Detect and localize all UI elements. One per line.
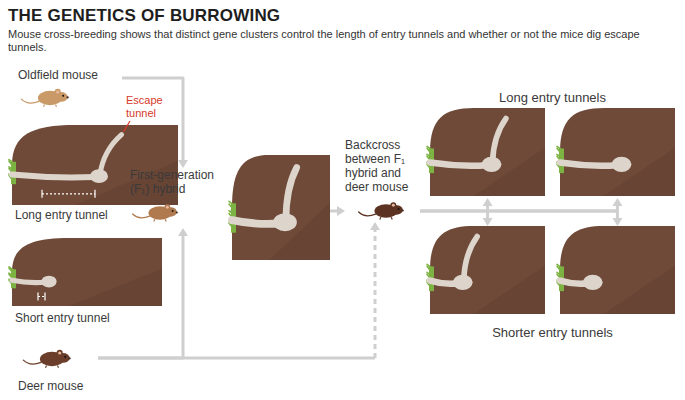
entry-tunnel	[12, 280, 45, 282]
node-label: Shorter entry tunnels	[430, 325, 675, 340]
burrow-panel	[9, 238, 162, 306]
escape-tunnel	[286, 168, 297, 221]
mouse-nose	[402, 209, 404, 211]
mouse-nose	[176, 211, 178, 213]
mouse-group: Shorter entry tunnels	[430, 226, 675, 340]
mouse-ear	[57, 350, 63, 356]
connector-line	[420, 210, 617, 213]
connector-line	[420, 210, 617, 213]
mouse-ear	[390, 202, 396, 208]
entry-tunnel	[12, 175, 95, 178]
burrow-panel	[557, 108, 675, 196]
nest-chamber	[583, 275, 603, 290]
escape-tunnel	[100, 135, 122, 175]
annotation-label: Short entry tunnel	[15, 311, 175, 325]
soil-shade	[474, 148, 545, 196]
diagram-title: THE GENETICS OF BURROWING	[8, 6, 280, 26]
node-label: Oldfield mouse	[18, 68, 118, 82]
burrow-panel	[229, 155, 330, 260]
mouse-group: Backcross between F₁ hybrid and deer mou…	[345, 138, 420, 222]
annotation-label: Long entry tunnel	[15, 208, 175, 222]
soil-shade	[474, 266, 545, 314]
mouse-inner-ear	[166, 206, 169, 209]
grass-tuft	[557, 266, 561, 271]
grass-tuft	[427, 266, 431, 271]
mouse-nose	[69, 357, 71, 359]
connector-line	[374, 228, 377, 358]
mouse-icon	[23, 350, 70, 368]
soil-shade	[69, 269, 162, 306]
mouse-group: Deer mouse	[18, 345, 98, 393]
length-tick	[42, 190, 95, 198]
mouse-ear	[55, 89, 61, 95]
soil-hill	[430, 226, 545, 314]
mouse-eye	[64, 356, 66, 358]
node-label: Deer mouse	[18, 379, 98, 393]
mouse-group: First-generation (F₁) hybrid	[130, 168, 230, 228]
mouse-ear	[164, 204, 170, 210]
burrow-panel	[427, 108, 545, 196]
connector-line	[98, 357, 375, 360]
mouse-tail	[359, 212, 376, 216]
escape-tunnel	[493, 119, 506, 163]
length-marker	[42, 193, 95, 194]
flow-arrow	[420, 198, 622, 211]
mouse-eye	[62, 95, 64, 97]
mouse-icon	[133, 204, 178, 221]
entry-tunnel	[430, 163, 488, 166]
mouse-icon	[359, 202, 404, 219]
soil-hill	[430, 108, 545, 196]
mouse-feet	[154, 219, 167, 221]
mouse-feet	[44, 105, 57, 107]
mouse-nose	[67, 96, 69, 98]
node-label: Long entry tunnels	[430, 90, 675, 105]
node-label: First-generation (F₁) hybrid	[130, 168, 230, 196]
burrow-panel	[557, 226, 675, 314]
length-tick	[38, 292, 45, 300]
mouse-eye	[172, 210, 174, 212]
soil-hill	[560, 108, 675, 196]
burrow-panel	[427, 226, 545, 314]
nest-chamber	[41, 276, 56, 288]
grass-tuft	[9, 268, 13, 273]
flow-arrow	[420, 211, 622, 226]
soil-hill	[12, 238, 162, 306]
mouse-feet	[46, 366, 59, 368]
annotation-label: Escape tunnel	[126, 94, 178, 120]
length-marker	[38, 296, 45, 297]
grass-tuft	[427, 148, 431, 153]
soil-shade	[269, 202, 330, 260]
mouse-inner-ear	[58, 351, 61, 354]
nest-chamber	[612, 157, 632, 172]
grass-tuft	[557, 148, 561, 153]
soil-hill	[560, 226, 675, 314]
mouse-eye	[398, 208, 400, 210]
mouse-feet	[380, 217, 393, 219]
caption-text: Mouse cross-breeding shows that distinct…	[8, 28, 680, 54]
mouse-inner-ear	[392, 204, 395, 207]
mouse-tail	[23, 360, 41, 364]
leader-line	[124, 121, 130, 132]
soil-shade	[604, 148, 675, 196]
mouse-inner-ear	[56, 90, 59, 93]
grass-tuft	[9, 161, 13, 166]
mouse-tail	[21, 99, 39, 103]
grass-tuft	[229, 204, 233, 209]
soil-hill	[232, 155, 330, 260]
entry-tunnel	[560, 163, 618, 166]
node-label: Backcross between F₁ hybrid and deer mou…	[345, 138, 420, 194]
escape-tunnel	[464, 237, 477, 281]
mouse-group: Long entry tunnels	[430, 90, 675, 198]
mouse-tail	[133, 214, 150, 218]
mouse-group: Oldfield mouse	[18, 68, 118, 112]
soil-shade	[604, 266, 675, 314]
connector-line	[616, 211, 619, 220]
connector-line	[486, 211, 489, 220]
mouse-icon	[21, 89, 68, 107]
